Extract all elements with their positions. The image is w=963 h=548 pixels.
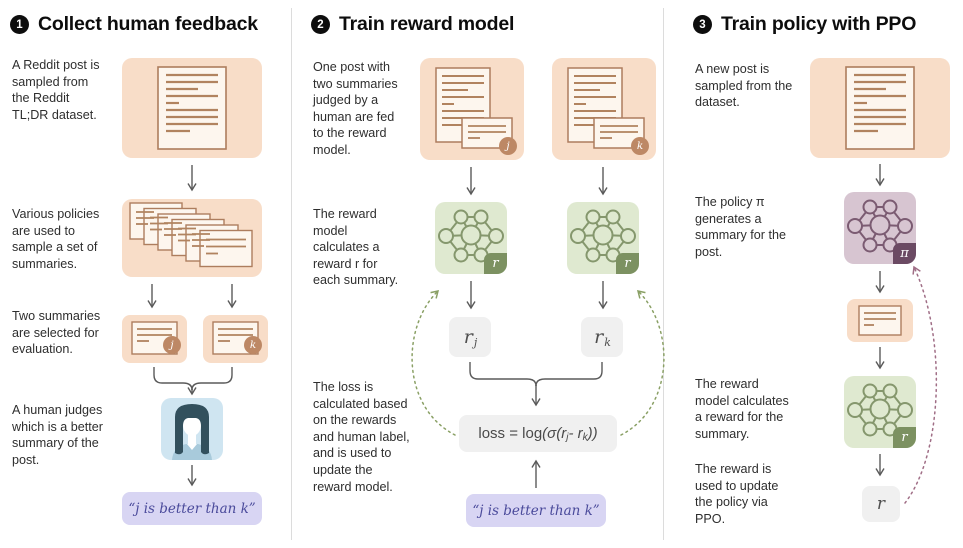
step3-text-policy: The policy π generates a summary for the…: [695, 195, 786, 259]
step3-title: Train policy with PPO: [721, 13, 917, 35]
reward-badge: r: [893, 427, 916, 448]
human-label-box: “j is better than k”: [466, 494, 606, 527]
post-summary-icon: [567, 67, 645, 149]
verdict-box: “j is better than k”: [122, 492, 262, 525]
summary-k-card: k: [203, 315, 268, 363]
reward-update-feedback-arrows: [411, 290, 665, 436]
human-judge-card: [161, 398, 223, 460]
post-summary-icon: [435, 67, 513, 149]
summaries-stack-icon: [129, 202, 253, 268]
step2-number-badge: 2: [311, 15, 330, 34]
column-divider-1: [291, 8, 292, 540]
document-icon: [845, 66, 915, 150]
document-icon: [157, 66, 227, 150]
step3-text-newpost: A new post is sampled from the dataset.: [695, 62, 793, 110]
rj-sub: j: [473, 335, 478, 349]
neural-net-icon: [847, 383, 913, 437]
reward-output-box: r: [862, 486, 900, 522]
step2-text-fed: One post with two summaries judged by a …: [313, 60, 398, 158]
loss-sub-k: k: [582, 432, 588, 443]
step1-text-policies: Various policies are used to sample a se…: [12, 207, 100, 271]
step1-text-sample: A Reddit post is sampled from the Reddit…: [12, 58, 100, 122]
step3-text-ppo: The reward is used to update the policy …: [695, 462, 779, 526]
reward-model-k-box: r: [567, 202, 639, 274]
step3-text-rewardcalc: The reward model calculates a reward for…: [695, 377, 789, 441]
label-j-badge: j: [499, 137, 517, 155]
summary-icon: [858, 305, 902, 336]
reward-badge: r: [484, 253, 507, 274]
reddit-post-card: [122, 58, 262, 158]
neural-net-icon: [570, 209, 636, 263]
loss-prefix: loss = log: [478, 425, 543, 442]
loss-sub-j: j: [566, 432, 569, 443]
human-label-text: “j is better than k”: [472, 502, 600, 519]
summary-j-card: j: [122, 315, 187, 363]
policy-badge: π: [893, 243, 916, 264]
new-post-card: [810, 58, 950, 158]
reward-badge: r: [616, 253, 639, 274]
step2-text-reward: The reward model calculates a reward r f…: [313, 207, 399, 288]
step3-number-badge: 3: [693, 15, 712, 34]
rj-base: r: [463, 326, 473, 348]
step1-title: Collect human feedback: [38, 13, 258, 35]
verdict-text: “j is better than k”: [128, 500, 256, 517]
label-k-badge: k: [244, 336, 262, 354]
rk-base: r: [594, 326, 604, 348]
step3-header: 3 Train policy with PPO: [693, 13, 916, 36]
label-k-badge: k: [631, 137, 649, 155]
loss-mid: - r: [568, 425, 583, 442]
step2-text-loss: The loss is calculated based on the rewa…: [313, 380, 410, 494]
reward-model-box: r: [844, 376, 916, 448]
human-icon: [172, 404, 212, 460]
step2-header: 2 Train reward model: [311, 13, 514, 36]
neural-net-icon: [438, 209, 504, 263]
reward-output-value: r: [876, 494, 886, 514]
step2-title: Train reward model: [339, 13, 515, 35]
step1-number-badge: 1: [10, 15, 29, 34]
reward-model-j-box: r: [435, 202, 507, 274]
label-j-badge: j: [163, 336, 181, 354]
policy-model-box: π: [844, 192, 916, 264]
post-summary-j-card: j: [420, 58, 524, 160]
step1-text-judge: A human judges which is a better summary…: [12, 403, 103, 467]
loss-var1: (σ(r: [542, 425, 567, 442]
column-divider-2: [663, 8, 664, 540]
step1-text-selected: Two summaries are selected for evaluatio…: [12, 309, 101, 357]
generated-summary-card: [847, 299, 913, 342]
summaries-stack-card: [122, 199, 262, 277]
post-summary-k-card: k: [552, 58, 656, 160]
loss-suffix: )): [587, 425, 598, 442]
rk-sub: k: [604, 335, 611, 349]
step1-header: 1 Collect human feedback: [10, 13, 258, 36]
